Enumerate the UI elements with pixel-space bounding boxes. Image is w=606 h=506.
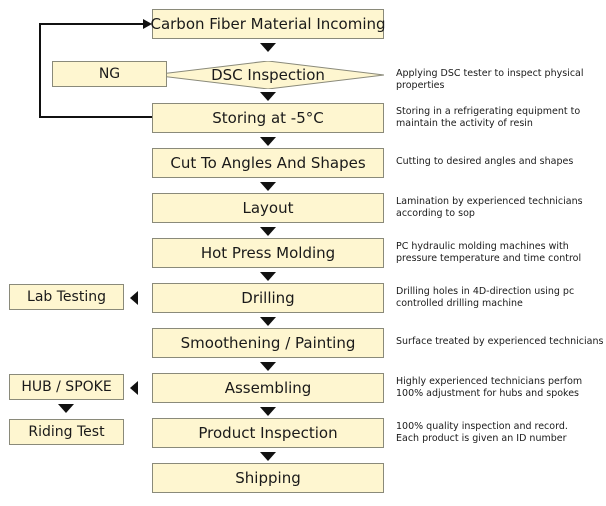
step-product-inspection: Product Inspection [152, 418, 384, 448]
arrow-down-icon [260, 182, 276, 191]
note-smoothening-painting: Surface treated by experienced technicia… [396, 336, 604, 347]
step-label: Smoothening / Painting [180, 334, 356, 352]
note-hot-press-molding: PC hydraulic molding machines with press… [396, 241, 582, 264]
note-assembling: Highly experienced technicians perfom 10… [396, 376, 583, 399]
arrow-down-icon [260, 407, 276, 416]
arrow-left-icon [130, 381, 138, 395]
arrow-down-icon [260, 227, 276, 236]
step-layout: Layout [152, 193, 384, 223]
step-storing: Storing at -5°C [152, 103, 384, 133]
step-label: Drilling [241, 289, 295, 307]
arrow-down-icon [260, 272, 276, 281]
arrow-down-icon [260, 43, 276, 52]
step-label: DSC Inspection [211, 66, 325, 84]
decision-diamond-icon [152, 61, 384, 89]
step-label: Hot Press Molding [200, 244, 336, 262]
arrow-down-icon [58, 404, 74, 413]
note-drilling: Drilling holes in 4D-direction using pc … [396, 286, 575, 309]
step-label: Carbon Fiber Material Incoming [150, 15, 386, 33]
step-label: Product Inspection [198, 424, 338, 442]
arrow-left-icon [130, 291, 138, 305]
arrow-down-icon [260, 137, 276, 146]
step-hot-press-molding: Hot Press Molding [152, 238, 384, 268]
step-label: Shipping [235, 469, 301, 487]
side-box-ng: NG [52, 61, 167, 87]
step-label: Layout [242, 199, 294, 217]
side-box-hub-spoke: HUB / SPOKE [9, 374, 124, 400]
side-box-riding-test: Riding Test [9, 419, 124, 445]
step-shipping: Shipping [152, 463, 384, 493]
step-assembling: Assembling [152, 373, 384, 403]
step-label: Assembling [224, 379, 312, 397]
step-label: Cut To Angles And Shapes [170, 154, 366, 172]
step-dsc-inspection: DSC Inspection [152, 61, 384, 89]
note-cut: Cutting to desired angles and shapes [396, 156, 574, 167]
side-box-lab-testing: Lab Testing [9, 284, 124, 310]
note-dsc-inspection: Applying DSC tester to inspect physical … [396, 68, 584, 91]
step-carbon-fiber-incoming: Carbon Fiber Material Incoming [150, 9, 386, 39]
note-layout: Lamination by experienced technicians ac… [396, 196, 583, 219]
note-storing: Storing in a refrigerating equipment to … [396, 106, 581, 129]
step-cut: Cut To Angles And Shapes [152, 148, 384, 178]
arrow-down-icon [260, 317, 276, 326]
arrow-down-icon [260, 362, 276, 371]
arrow-down-icon [260, 92, 276, 101]
note-product-inspection: 100% quality inspection and record. Each… [396, 421, 568, 444]
arrow-down-icon [260, 452, 276, 461]
step-drilling: Drilling [152, 283, 384, 313]
step-label: Storing at -5°C [212, 109, 324, 127]
step-smoothening-painting: Smoothening / Painting [152, 328, 384, 358]
